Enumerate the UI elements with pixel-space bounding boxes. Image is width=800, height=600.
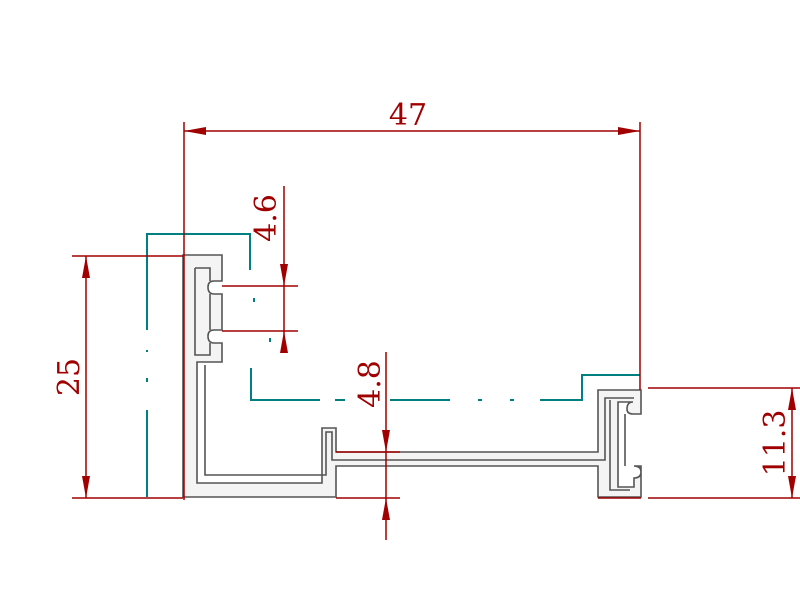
section-outline-bottom-right [250, 368, 320, 401]
dimension-label-overall-width: 47 [389, 98, 427, 133]
dimension-overall-width: 47 [183, 98, 641, 500]
arrowhead-upper [382, 430, 390, 452]
dimension-label-overall-height: 25 [52, 358, 87, 396]
arrowhead-bottom [788, 476, 796, 498]
aluminium-profile [182, 254, 642, 498]
arrowhead-top [82, 256, 90, 278]
dimension-web-thickness: 4.8 [336, 352, 400, 540]
arrowhead-upper [280, 264, 288, 286]
arrowhead-right [618, 127, 640, 135]
profile-inner-channel [194, 267, 211, 356]
dimension-overall-height: 25 [52, 255, 183, 499]
arrowhead-left [184, 127, 206, 135]
arrowhead-bottom [82, 476, 90, 498]
profile-inner-bottom [204, 365, 634, 476]
section-outline [146, 233, 640, 497]
dimension-label-web-thickness: 4.8 [353, 360, 388, 408]
dimension-label-right-height: 11.3 [758, 410, 793, 477]
arrowhead-lower [280, 331, 288, 353]
dimension-right-height: 11.3 [648, 387, 800, 499]
profile-left-leg [182, 254, 642, 498]
dimension-top-slot-gap: 4.6 [222, 186, 298, 353]
dimension-label-top-slot-gap: 4.6 [249, 194, 284, 242]
arrowhead-top [788, 388, 796, 410]
section-outline-step [540, 374, 640, 401]
arrowhead-lower [382, 498, 390, 520]
profile-right-channel [609, 400, 630, 491]
section-outline-left-top [146, 233, 251, 330]
